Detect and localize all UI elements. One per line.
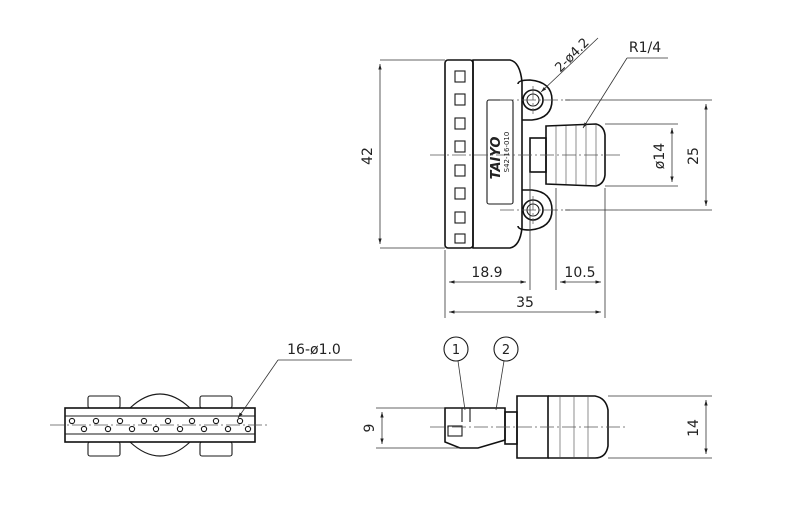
dim-width-35: 35 xyxy=(516,295,534,311)
mount-ear-top xyxy=(517,79,553,121)
side-thread xyxy=(548,395,609,459)
dim-hole-2-dia-4-2: 2-ø4.2 xyxy=(553,36,593,76)
top-view-dimensions: 42 18.9 10.5 35 2-ø4.2 R1/4 ø14 25 xyxy=(360,36,712,318)
dim-width-10-5: 10.5 xyxy=(564,265,595,281)
dim-height-42: 42 xyxy=(360,147,376,165)
dim-height-9: 9 xyxy=(362,424,378,433)
pin-windows xyxy=(454,70,466,244)
side-body xyxy=(444,407,506,449)
balloon-2-label: 2 xyxy=(502,343,510,358)
brand-logo: TAIYO xyxy=(489,137,504,180)
dim-pins-16-dia-1-0: 16-ø1.0 xyxy=(287,342,341,358)
top-view: TAIYO S42-16-010 xyxy=(430,59,620,249)
balloon-1-label: 1 xyxy=(452,343,460,358)
dim-pitch-25: 25 xyxy=(686,147,702,165)
dim-height-14: 14 xyxy=(686,419,702,437)
fitting-thread xyxy=(545,123,606,187)
connector-strip xyxy=(444,59,474,249)
side-view: 1 2 9 14 xyxy=(362,336,712,459)
dim-width-18-9: 18.9 xyxy=(471,265,502,281)
side-neck xyxy=(504,411,518,445)
balloon-2 xyxy=(493,336,519,362)
dim-thread-r1-4: R1/4 xyxy=(629,40,661,56)
pin-face-view: 16-ø1.0 xyxy=(50,342,352,457)
dim-dia-14: ø14 xyxy=(652,143,668,169)
model-number: S42-16-010 xyxy=(503,132,511,173)
pin-row xyxy=(68,417,252,433)
balloon-1 xyxy=(443,336,469,362)
main-body xyxy=(472,59,523,249)
mount-ear-bottom xyxy=(517,189,553,231)
